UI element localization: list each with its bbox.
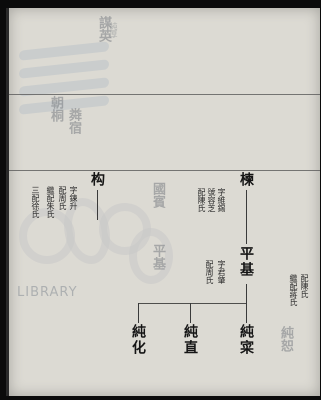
faded-library-seal [19,198,173,308]
ghost-text: 國賓 [150,182,165,208]
note-gou-spouse-1: 配周氏 [58,186,67,210]
faded-stamp-top [19,38,119,118]
note-gou-courtesy: 字鍊升 [69,186,78,210]
lineage-line [246,303,247,323]
ghost-text: 朝桐 [48,96,63,122]
note-right-spouse-2: 繼配蔣氏 [289,274,298,306]
note-right-spouse: 配陳氏 [300,274,309,298]
ghost-text: 純恕 [278,326,293,352]
lineage-line [246,190,247,244]
name-chun-hua: 純化 [130,324,146,356]
note-gou-spouse-2: 繼配朱氏 [46,186,55,218]
rule-middle [9,170,320,171]
note-pingji-spouse: 配周氏 [205,260,214,284]
name-chun-qin: 純寀 [238,324,254,356]
lineage-bracket [138,303,247,304]
ghost-text: 粦宿 [66,108,81,134]
lineage-line [246,284,247,304]
lineage-line [190,303,191,323]
name-dong: 楝 [238,172,254,188]
ghost-text: 純厚 [109,22,118,38]
name-ping-ji: 平基 [238,246,254,278]
ghost-text: 謀英 [96,16,111,42]
ghost-text: 平基 [150,244,165,270]
lineage-line [138,303,139,323]
note-dong-alias: 號容芝 [207,188,216,212]
rule-top [9,94,320,95]
genealogy-page: 謀英 純厚 朝桐 粦宿 國賓 平基 純恕 构 字鍊升 配周氏 繼配朱氏 三配徐氏… [6,8,320,396]
library-watermark: LIBRARY [17,285,78,300]
note-gou-spouse-3: 三配徐氏 [31,186,40,218]
name-chun-zhi: 純直 [182,324,198,356]
note-dong-spouse: 配陳氏 [197,188,206,212]
lineage-line [97,190,98,220]
note-dong-courtesy: 字維錫 [217,188,226,212]
name-gou: 构 [89,172,105,188]
note-pingji-courtesy: 字君肇 [217,260,226,284]
